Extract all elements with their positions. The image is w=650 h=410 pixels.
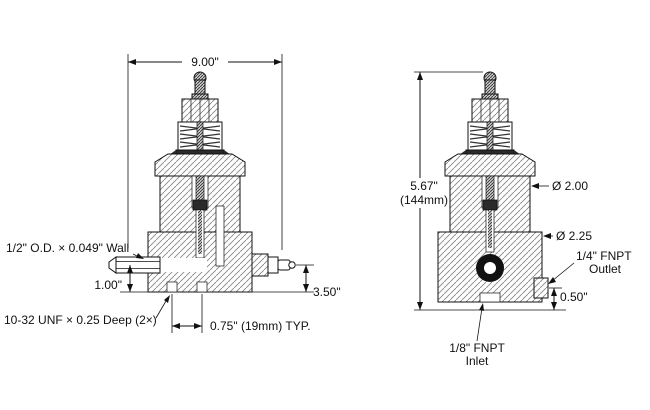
inlet-label: Inlet [466, 354, 489, 368]
dim-overall-width-label: 9.00" [191, 55, 219, 69]
dia-body-label: Ø 2.00 [552, 179, 588, 193]
dim-tube-center-height-annotation: 1.00" [94, 265, 148, 293]
inlet-annotation: 1/8" FNPT Inlet [449, 303, 505, 368]
dim-overall-height-mm-label: (144mm) [400, 193, 448, 207]
dim-fitting-height-annotation: 3.50" [252, 264, 341, 299]
dim-fitting-height-label: 3.50" [313, 285, 341, 299]
left-view-drawing [108, 71, 296, 293]
dim-hole-spacing-annotation: 0.75" (19mm) TYP. [171, 294, 311, 333]
mount-thread-annotation: 10-32 UNF × 0.25 Deep (2×) [4, 295, 170, 327]
dia-base-annotation: Ø 2.25 [543, 229, 592, 243]
dim-hole-spacing-label: 0.75" (19mm) TYP. [210, 319, 311, 333]
right-view-drawing [437, 71, 549, 303]
outlet-label: Outlet [589, 262, 622, 276]
dim-tube-center-height-label: 1.00" [94, 278, 122, 292]
dim-outlet-height-label: 0.50" [560, 290, 588, 304]
outlet-size-label: 1/4" FNPT [576, 249, 632, 263]
dim-overall-width-annotation: 9.00" [127, 54, 283, 250]
mount-thread-label: 10-32 UNF × 0.25 Deep (2×) [4, 313, 157, 327]
tube-spec-annotation: 1/2" O.D. × 0.049" Wall [6, 241, 144, 259]
dim-overall-height-label: 5.67" [410, 179, 438, 193]
dia-base-label: Ø 2.25 [556, 229, 592, 243]
inlet-size-label: 1/8" FNPT [449, 341, 505, 355]
outlet-annotation: 1/4" FNPT Outlet [548, 249, 632, 284]
tube-spec-label: 1/2" O.D. × 0.049" Wall [6, 241, 129, 255]
dim-outlet-height-annotation: 0.50" [549, 287, 588, 310]
dim-overall-height-annotation: 5.67" (144mm) [400, 71, 566, 311]
dia-body-annotation: Ø 2.00 [531, 179, 588, 193]
